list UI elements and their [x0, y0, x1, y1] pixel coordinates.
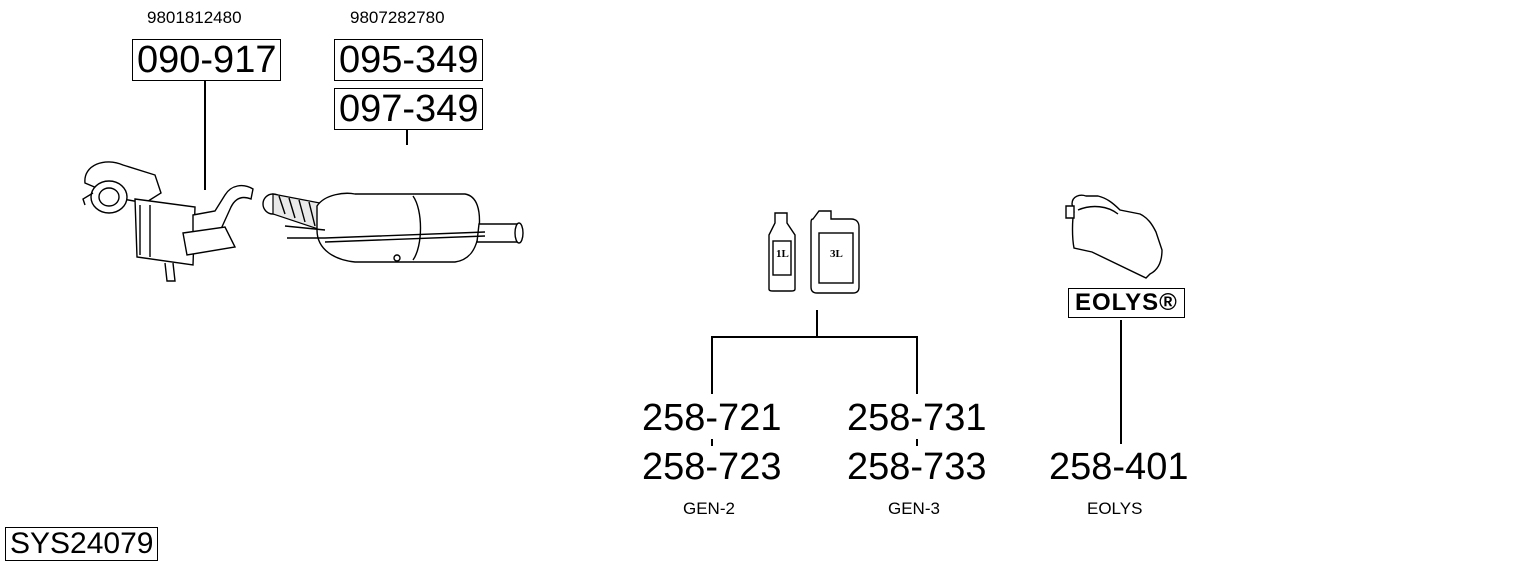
dpf-part-number-1[interactable]: 095-349: [334, 39, 484, 81]
gen2-part-number-1[interactable]: 258-721: [642, 397, 782, 439]
additive-fluid-bottles-illustration: [768, 210, 860, 294]
gen3-part-number-1[interactable]: 258-731: [847, 397, 987, 439]
gen3-label: GEN-3: [888, 499, 940, 518]
bottle-3l-label-text: 3L: [830, 248, 843, 260]
gen2-part-number-2[interactable]: 258-723: [642, 446, 782, 488]
eolys-pouch-illustration: [1065, 194, 1163, 279]
particulate-filter-illustration: [262, 192, 524, 263]
catalyst-part-number[interactable]: 090-917: [132, 39, 282, 81]
gen3-separator: [916, 439, 918, 446]
catalyst-oem-number: 9801812480: [147, 8, 242, 27]
bottles-branch-line: [711, 336, 918, 338]
gen2-leader-line: [711, 336, 713, 394]
catalytic-converter-illustration: [82, 161, 254, 282]
gen2-label: GEN-2: [683, 499, 735, 518]
gen2-separator: [711, 439, 713, 446]
bottle-1l-label: 1L: [776, 248, 789, 260]
eolys-logo: EOLYS®: [1068, 288, 1185, 318]
catalyst-leader-line: [204, 81, 206, 190]
eolys-part-number[interactable]: 258-401: [1049, 446, 1189, 488]
dpf-oem-number: 9807282780: [350, 8, 445, 27]
dpf-leader-line: [406, 130, 408, 145]
dpf-part-number-2[interactable]: 097-349: [334, 88, 484, 130]
system-code: SYS24079: [5, 527, 159, 561]
bottles-leader-line: [816, 310, 818, 336]
eolys-label: EOLYS: [1087, 499, 1143, 518]
eolys-leader-line: [1120, 320, 1122, 444]
gen3-part-number-2[interactable]: 258-733: [847, 446, 987, 488]
gen3-leader-line: [916, 336, 918, 394]
